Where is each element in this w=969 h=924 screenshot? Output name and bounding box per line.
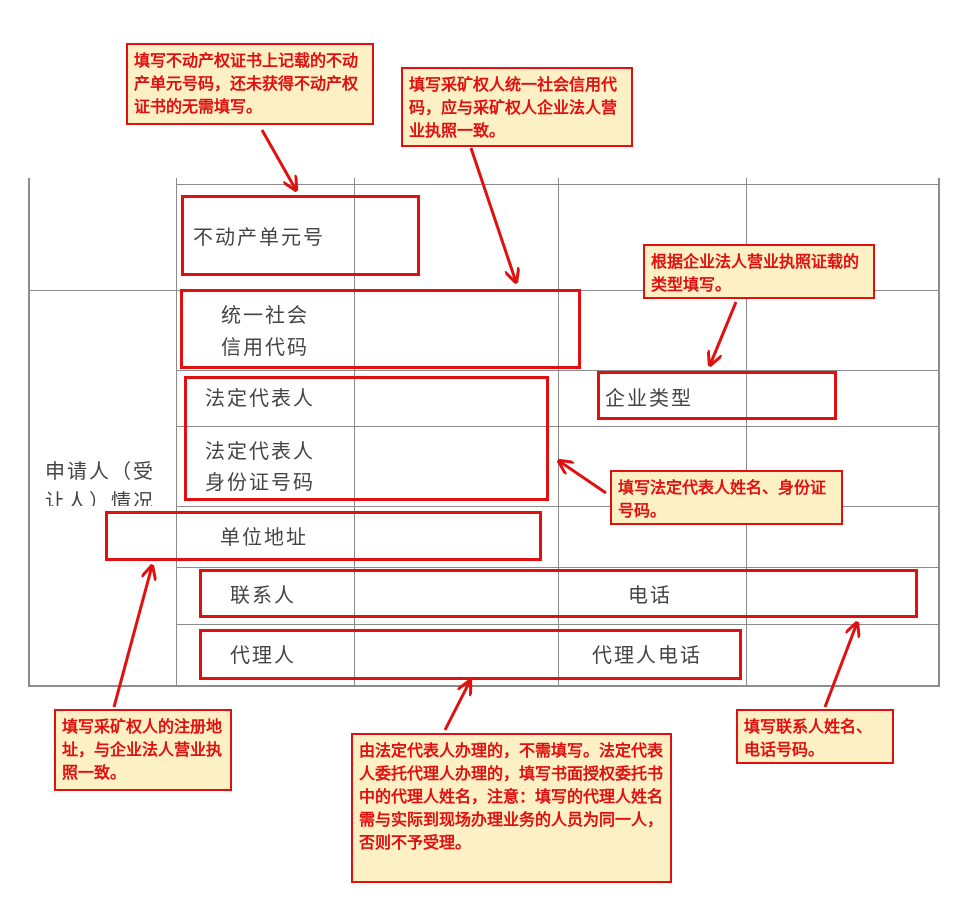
grid-line [176,184,938,185]
credit-code-label-line2: 信用代码 [221,335,309,359]
arrow-enterprise-type [710,301,738,365]
grid-line [176,567,938,568]
grid-line [176,624,938,625]
highlight-legal-rep [184,376,549,501]
enterprise-type-label: 企业类型 [605,386,693,410]
note-legal-rep: 填写法定代表人姓名、身份证号码。 [610,470,843,525]
agent-label: 代理人 [230,643,296,667]
unit-address-label: 单位地址 [220,525,308,549]
arrow-property-unit [260,129,296,190]
grid-line [938,178,940,686]
arrow-legal-rep [559,461,607,495]
credit-code-label-line1: 统一社会 [221,303,309,327]
grid-line [558,178,559,686]
note-credit-code: 填写采矿权人统一社会信用代码，应与采矿权人企业法人营业执照一致。 [401,67,633,147]
agent-phone-label: 代理人电话 [592,643,702,667]
note-contact: 填写联系人姓名、电话号码。 [736,709,894,764]
grid-line [28,178,30,686]
applicant-section-label-line1: 申请人（受 [45,459,155,483]
arrow-agent [443,681,470,731]
highlight-enterprise-type [597,371,837,420]
note-enterprise-type: 根据企业法人营业执照证载的类型填写。 [643,244,875,299]
highlight-property-unit [181,195,420,276]
grid-line [354,178,355,686]
note-agent: 由法定代表人办理的，不需填写。法定代表人委托代理人办理的，填写书面授权委托书中的… [351,733,672,883]
phone-label: 电话 [628,583,672,607]
contact-person-label: 联系人 [230,583,296,607]
legal-rep-id-label-line1: 法定代表人 [205,439,315,463]
highlight-unit-address [105,511,542,561]
grid-line [28,685,940,687]
applicant-section-label-line2: 让人）情况 [45,489,155,506]
grid-line [176,178,177,686]
grid-line [176,426,938,427]
arrow-credit-code [469,147,516,282]
grid-line [176,506,938,507]
property-unit-number-label: 不动产单元号 [193,225,325,249]
note-property-unit: 填写不动产权证书上记载的不动产单元号码，还未获得不动产权证书的无需填写。 [126,43,374,125]
note-address: 填写采矿权人的注册地址，与企业法人营业执照一致。 [54,709,232,791]
highlight-contact [199,569,918,618]
legal-rep-id-label-line2: 身份证号码 [205,470,315,494]
grid-line [746,178,747,686]
grid-line [176,370,938,371]
legal-representative-label: 法定代表人 [205,386,315,410]
highlight-credit-code [180,289,581,369]
arrow-contact [823,623,857,708]
arrow-address [112,566,152,708]
